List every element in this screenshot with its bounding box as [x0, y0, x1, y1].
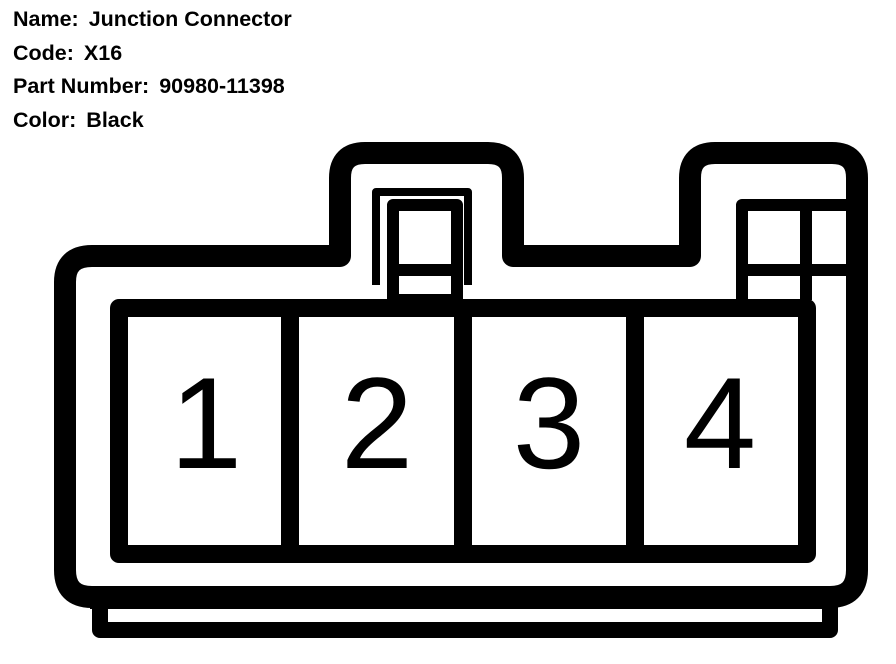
name-label: Name:: [13, 7, 79, 31]
color-line: Color: Black: [13, 105, 292, 139]
color-label: Color:: [13, 107, 77, 132]
housing-inner-outline: [372, 188, 472, 285]
pin-label-2: 2: [341, 350, 413, 496]
name-line: Name: Junction Connector: [13, 4, 292, 38]
code-label: Code:: [13, 40, 74, 65]
part-number-value: 90980-11398: [159, 74, 285, 98]
part-number-label: Part Number:: [13, 74, 150, 98]
code-line: Code: X16: [13, 38, 292, 72]
pin-label-3: 3: [513, 350, 585, 496]
latch-right: [736, 199, 851, 300]
part-number-line: Part Number: 90980-11398: [13, 71, 292, 105]
code-value: X16: [83, 40, 123, 65]
housing-outline: [54, 142, 868, 608]
name-value: Junction Connector: [88, 7, 292, 31]
color-value: Black: [86, 107, 144, 132]
connector-info: Name: Junction Connector Code: X16 Part Nu…: [13, 4, 292, 138]
pin-label-1: 1: [170, 350, 242, 496]
latch-left: [387, 199, 463, 306]
base-rail-lower: [92, 603, 838, 638]
pin-label-4: 4: [684, 350, 756, 496]
